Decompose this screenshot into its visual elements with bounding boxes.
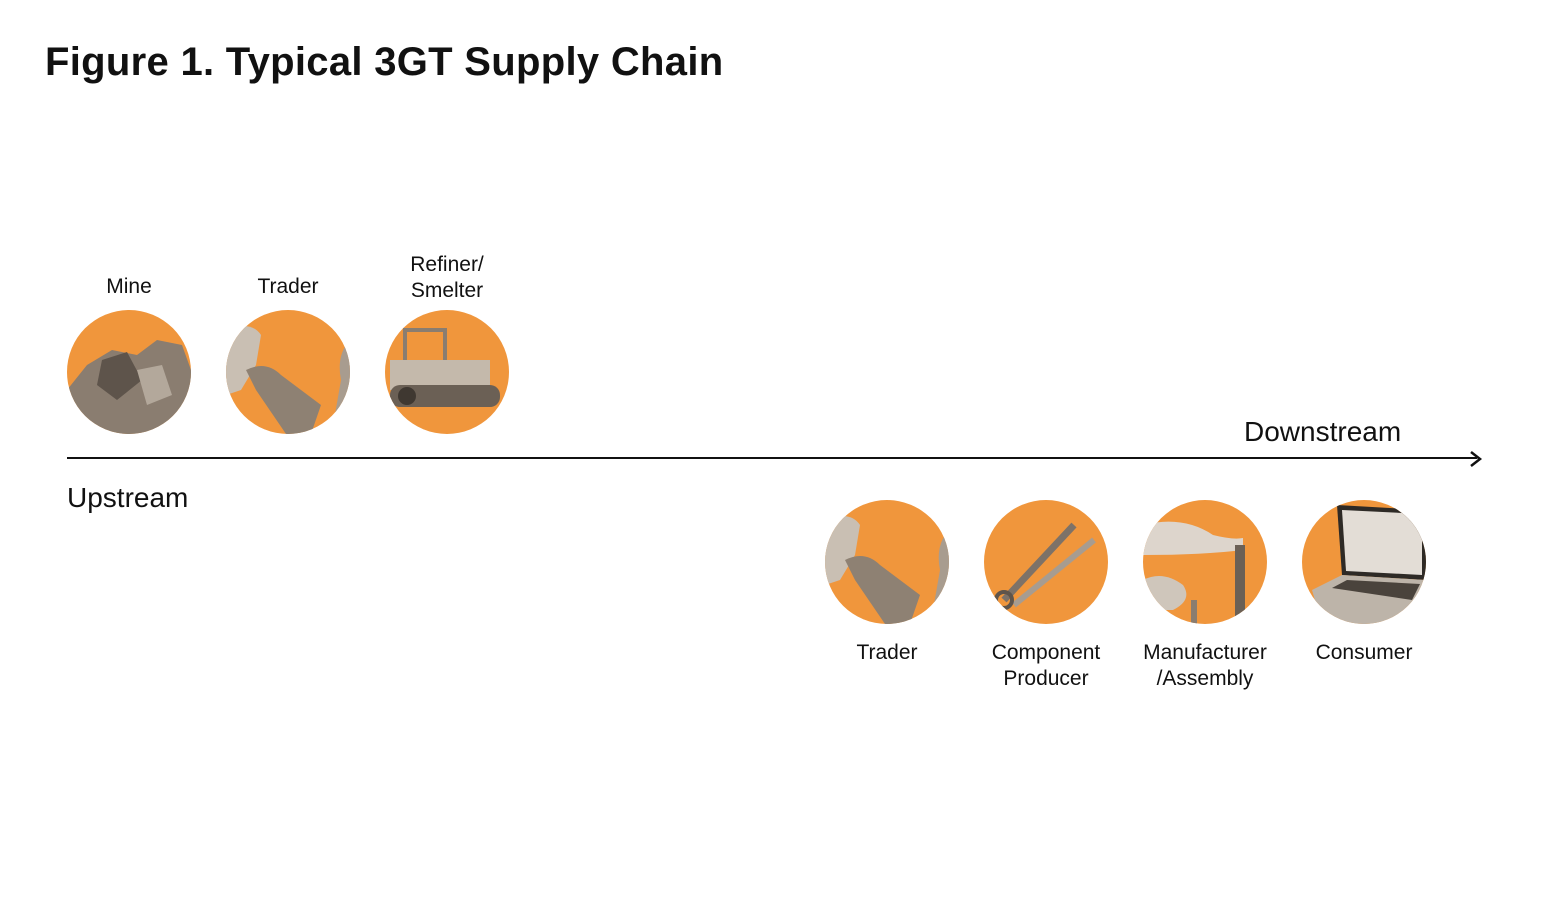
page-title: Figure 1. Typical 3GT Supply Chain [45,40,724,84]
stage-label-line2: Producer [1003,667,1089,690]
stage-label: Trader [257,275,319,298]
bulldozer-icon [385,310,509,434]
handshake-icon [226,310,350,434]
arrow-right-icon [1470,451,1483,467]
stage-consumer: Consumer [1279,500,1449,666]
stage-component-producer: Component Producer [961,500,1131,692]
handshake-icon [825,500,949,624]
laptop-icon [1302,500,1426,624]
stage-label-line1: Refiner/ [410,253,484,276]
stage-label-line2: /Assembly [1156,667,1254,690]
downstream-label: Downstream [1244,416,1402,447]
upstream-label: Upstream [67,482,189,513]
stage-label: Mine [106,275,152,298]
stage-label-line2: Smelter [410,279,484,302]
stage-trader-downstream: Trader [802,500,972,666]
stage-refiner-smelter: Refiner/ Smelter [362,252,532,434]
stage-label-line1: Manufacturer [1143,641,1267,664]
stage-trader-upstream: Trader [203,274,373,434]
stage-label: Trader [856,641,918,664]
wrench-icon [984,500,1108,624]
factory-chimney-icon [1143,500,1267,624]
stage-mine: Mine [44,274,214,434]
stage-label: Consumer [1315,641,1413,664]
stage-label-line1: Component [991,641,1101,664]
stage-manufacturer-assembly: Manufacturer /Assembly [1120,500,1290,692]
mine-rocks-icon [67,310,191,434]
supply-chain-axis [67,457,1477,459]
